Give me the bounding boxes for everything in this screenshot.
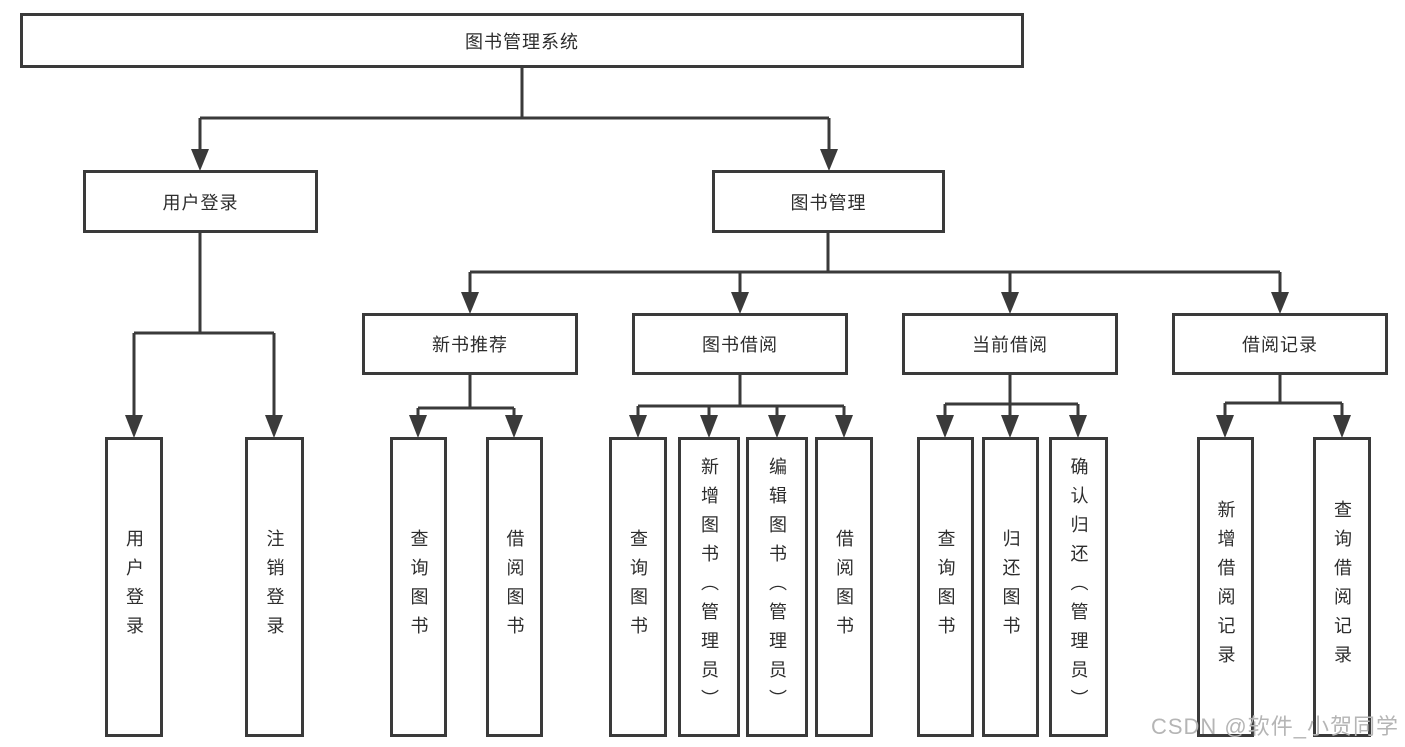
node-library-management-system: 图书管理系统 [20,13,1024,68]
leaf-query-books-3: 查询图书 [917,437,974,737]
leaf-query-books-1: 查询图书 [390,437,447,737]
leaf-query-books-2: 查询图书 [609,437,667,737]
leaf-add-borrow-record: 新增借阅记录 [1197,437,1254,737]
node-user-login: 用户登录 [83,170,318,233]
leaf-borrow-books-1: 借阅图书 [486,437,543,737]
leaf-query-borrow-record: 查询借阅记录 [1313,437,1371,737]
node-book-borrowing: 图书借阅 [632,313,848,375]
leaf-logout: 注销登录 [245,437,304,737]
node-borrowing-records: 借阅记录 [1172,313,1388,375]
csdn-watermark: CSDN @软件_小贺同学 [1150,714,1399,739]
leaf-confirm-return-admin: 确认归还（管理员） [1049,437,1108,737]
leaf-edit-books-admin: 编辑图书（管理员） [746,437,808,737]
node-new-book-recommendation: 新书推荐 [362,313,578,375]
leaf-add-books-admin: 新增图书（管理员） [678,437,740,737]
node-book-management: 图书管理 [712,170,945,233]
leaf-borrow-books-2: 借阅图书 [815,437,873,737]
leaf-user-login: 用户登录 [105,437,163,737]
leaf-return-books: 归还图书 [982,437,1039,737]
node-current-borrowing: 当前借阅 [902,313,1118,375]
